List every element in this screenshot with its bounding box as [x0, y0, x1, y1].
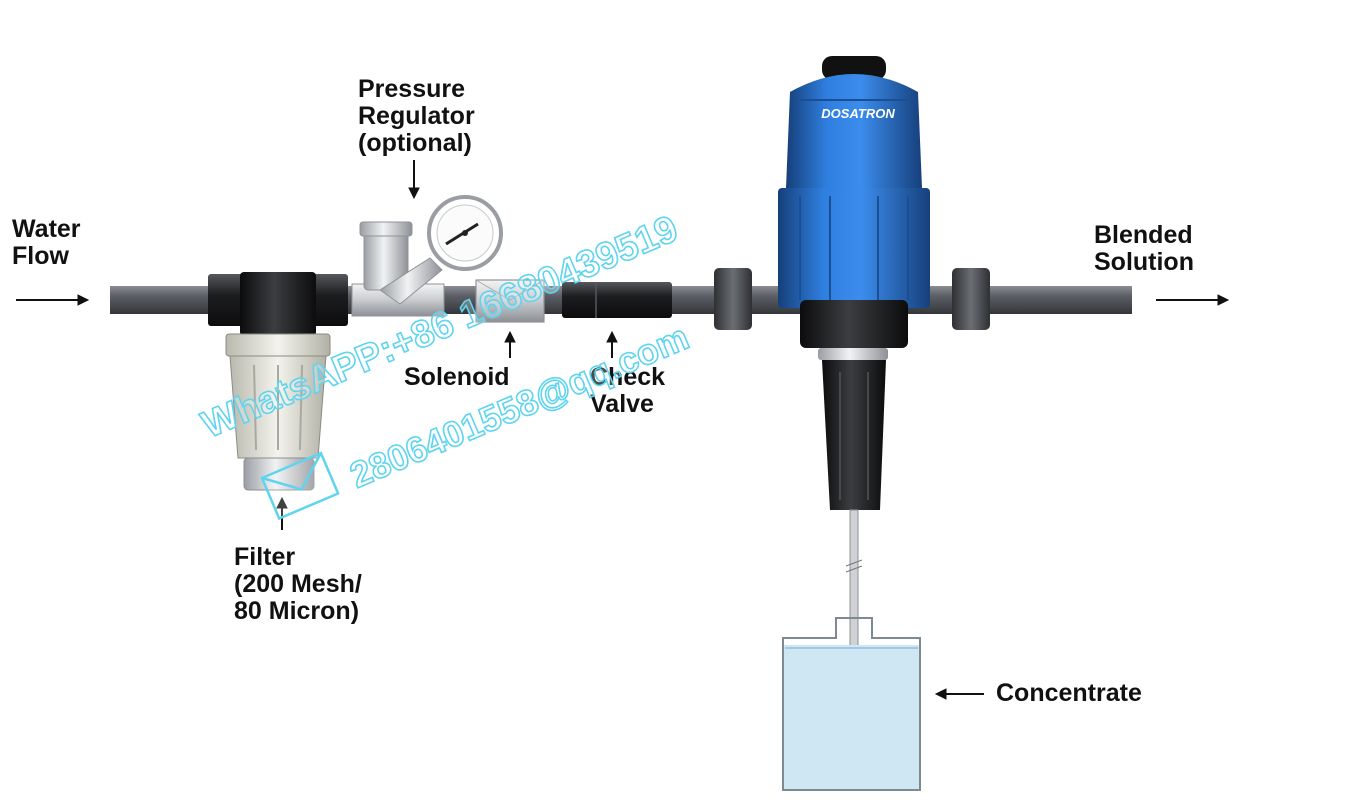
- left-union-nut: [714, 268, 752, 330]
- arrow-up-icon: [276, 496, 288, 530]
- arrow-up-icon: [504, 330, 516, 358]
- check-valve-device: [562, 282, 672, 318]
- arrow-left-icon: [934, 688, 984, 700]
- brand-logo: DOSATRON: [821, 106, 895, 121]
- arrow-right-icon: [16, 294, 90, 306]
- blended-solution-label: Blended Solution: [1094, 221, 1194, 276]
- solenoid-device: [475, 279, 545, 323]
- filter-label: Filter (200 Mesh/ 80 Micron): [234, 543, 362, 625]
- right-union-nut: [952, 268, 990, 330]
- arrow-down-icon: [408, 160, 420, 200]
- pressure-regulator-device: [351, 195, 503, 317]
- concentrate-label: Concentrate: [996, 679, 1142, 707]
- dosatron-pump: DOSATRON: [778, 56, 930, 510]
- pressure-regulator-label: Pressure Regulator (optional): [358, 75, 475, 157]
- concentrate-container: [782, 617, 921, 791]
- water-flow-label: Water Flow: [12, 215, 81, 270]
- arrow-up-icon: [606, 330, 618, 358]
- arrow-right-icon: [1156, 294, 1230, 306]
- filter-device: [208, 272, 348, 491]
- check-valve-label: Check Valve: [590, 363, 666, 418]
- solenoid-label: Solenoid: [404, 363, 510, 391]
